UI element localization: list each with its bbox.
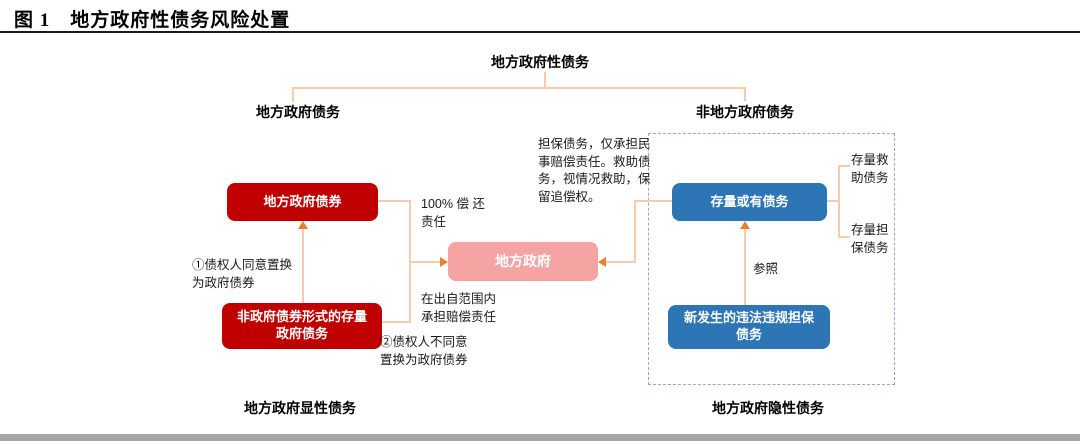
connector-contingent-left [636, 200, 672, 202]
node-non-bond-stock-debt: 非政府债券形式的存量 政府债务 [222, 303, 382, 349]
connector-into-government-right [606, 261, 636, 263]
bracket-stem [827, 200, 840, 202]
bracket-vertical [838, 166, 840, 238]
label-stock-guarantee-debt: 存量担 保债务 [851, 223, 889, 255]
connector-swap-vertical [302, 223, 304, 303]
connector-stockdebt-right [382, 321, 410, 323]
arrow-up-into-contingent-icon [740, 221, 750, 229]
label-stock-rescue-debt: 存量救 助债务 [851, 153, 889, 185]
connector-bonds-right [378, 200, 410, 202]
annotation-swap-disagree: ②债权人不同意 置换为政府债券 [380, 335, 468, 367]
bottom-divider-bar [0, 434, 1080, 441]
annotation-swap-agree: ①债权人同意置换 为政府债券 [192, 258, 293, 290]
annotation-compensation-scope: 在出自范围内 承担赔偿责任 [421, 292, 497, 324]
arrow-left-into-government-icon [598, 257, 606, 267]
right-branch-label: 非地方政府债务 [696, 104, 794, 120]
connector-right-drop [744, 87, 746, 101]
annotation-reference: 参照 [753, 262, 779, 276]
footer-implicit-debt-label: 地方政府隐性债务 [712, 400, 824, 416]
figure-title: 图 1 地方政府性债务风险处置 [14, 10, 291, 31]
annotation-guarantee-note: 担保债务，仅承担民 事赔偿责任。救助债 务，视情况救助，保 留追偿权。 [538, 137, 651, 204]
connector-branch-horizontal [292, 87, 746, 89]
node-new-illegal-guarantee-debt: 新发生的违法违规担保 债务 [668, 305, 830, 349]
connector-right-merge-vertical [634, 200, 636, 263]
connector-into-government-left [409, 261, 440, 263]
annotation-full-repayment: 100% 偿 还 责任 [421, 197, 485, 229]
arrow-up-into-bonds-icon [298, 221, 308, 229]
node-stock-contingent-debt: 存量或有债务 [672, 183, 827, 221]
arrow-right-into-government-icon [440, 257, 448, 267]
left-branch-label: 地方政府债务 [256, 104, 340, 120]
connector-left-drop [292, 87, 294, 102]
connector-reference-vertical [744, 223, 746, 305]
node-local-government: 地方政府 [448, 242, 598, 281]
root-label: 地方政府性债务 [491, 54, 589, 70]
connector-root-stub [544, 72, 546, 88]
footer-explicit-debt-label: 地方政府显性债务 [244, 400, 356, 416]
title-rule [0, 31, 1080, 33]
bracket-bottom-tick [838, 236, 850, 238]
implicit-debt-dashed-region [648, 133, 895, 385]
node-local-gov-bonds: 地方政府债券 [227, 183, 378, 221]
bracket-top-tick [838, 165, 850, 167]
